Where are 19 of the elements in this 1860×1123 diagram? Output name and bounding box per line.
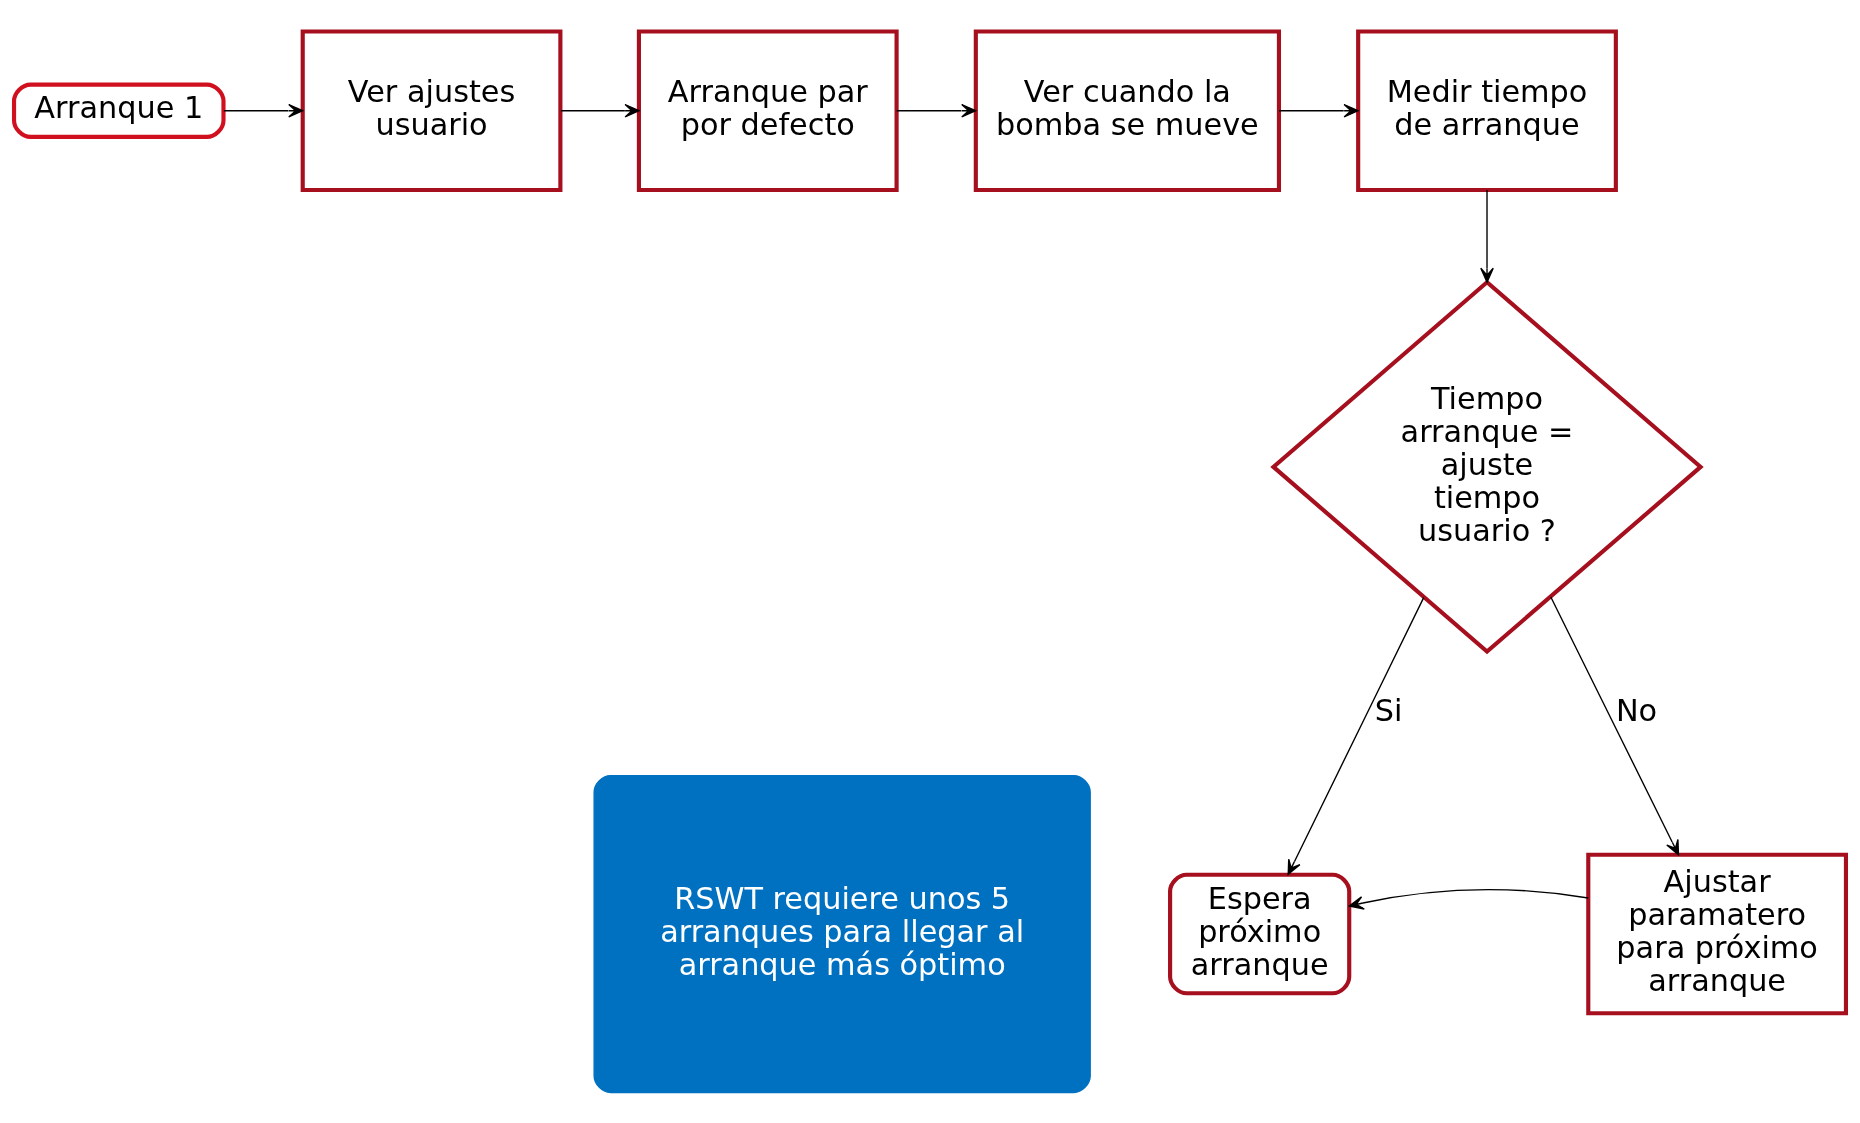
node-box: Ajustar paramatero para próximo arranque — [1586, 852, 1848, 1015]
arrow — [1287, 596, 1425, 875]
node-box: Arranque par por defecto — [636, 28, 899, 192]
node-box: Medir tiempo de arranque — [1356, 28, 1618, 192]
node-box: Ver ajustes usuario — [300, 28, 563, 192]
arrow — [1348, 888, 1589, 910]
arrow — [1278, 103, 1359, 118]
node-diamond: Tiempo arranque = ajuste tiempo usuario ? — [1270, 279, 1704, 654]
arrow — [1480, 188, 1494, 283]
node-box: Espera próximo arranque — [1168, 872, 1352, 995]
edge-label: No — [1615, 692, 1658, 728]
arrow — [1550, 595, 1680, 855]
arrow — [895, 103, 977, 118]
node-box: RSWT requiere unos 5 arranques para llegar al arranque más óptimo — [593, 774, 1091, 1093]
edge-label: Si — [1374, 692, 1403, 728]
arrow — [560, 103, 640, 118]
node-box: Arranque 1 — [12, 82, 226, 139]
node-box: Ver cuando la bomba se mueve — [973, 28, 1281, 192]
arrow — [223, 103, 304, 118]
